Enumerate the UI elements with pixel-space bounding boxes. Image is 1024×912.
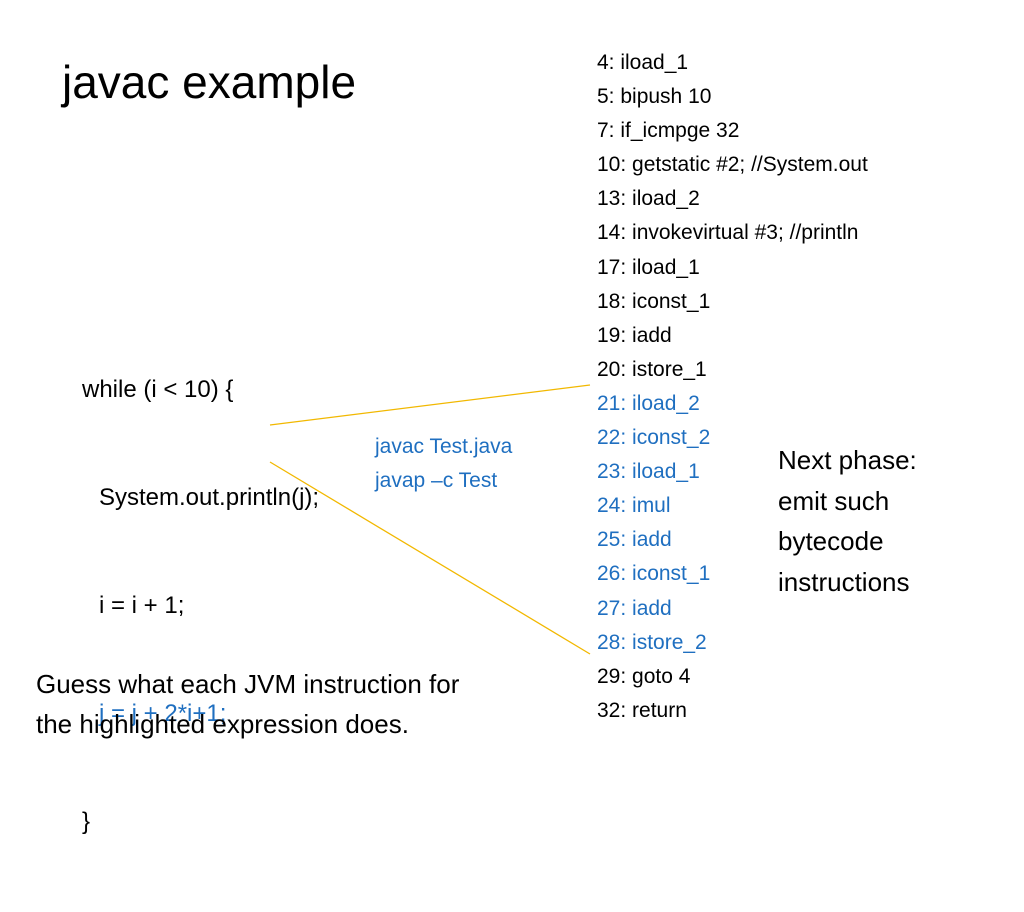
- question-prompt: Guess what each JVM instruction for the …: [36, 664, 459, 744]
- code-line-println: System.out.println(j);: [99, 484, 320, 511]
- source-code-block: while (i < 10) { System.out.println(j); …: [82, 300, 319, 912]
- command-javac: javac Test.java: [375, 435, 513, 458]
- bytecode-line: 4: iload_1: [597, 51, 689, 74]
- code-line-increment-i: i = i + 1;: [99, 592, 185, 619]
- code-line-close-brace: }: [82, 808, 91, 835]
- bytecode-line: 18: iconst_1: [597, 289, 711, 313]
- bytecode-line: 10: getstatic #2; //System.out: [597, 153, 868, 177]
- bytecode-line: 7: if_icmpge 32: [597, 119, 740, 143]
- bytecode-line-highlighted: 27: iadd: [597, 596, 672, 620]
- code-line-highlighted-expression: j = j + 2*i+1;: [99, 700, 227, 727]
- question-line: the highlighted expression does.: [36, 709, 409, 739]
- bytecode-line: 5: bipush 10: [597, 85, 712, 109]
- bytecode-line-highlighted: 24: imul: [597, 494, 671, 518]
- bytecode-line: 14: invokevirtual #3; //println: [597, 221, 859, 245]
- bytecode-line: 17: iload_1: [597, 255, 700, 279]
- bytecode-line: 32: return: [597, 698, 687, 722]
- next-phase-line: instructions: [778, 566, 910, 597]
- slide-title: javac example: [62, 56, 357, 108]
- bytecode-line-highlighted: 21: iload_2: [597, 391, 700, 415]
- bytecode-line: 29: goto 4: [597, 664, 691, 688]
- next-phase-note: Next phase: emit such bytecode instructi…: [778, 440, 917, 602]
- bytecode-line: 13: iload_2: [597, 187, 700, 211]
- bytecode-listing: 4: iload_1 5: bipush 10 7: if_icmpge 32 …: [597, 46, 868, 728]
- bytecode-line-highlighted: 26: iconst_1: [597, 562, 711, 586]
- bytecode-line-highlighted: 22: iconst_2: [597, 426, 711, 450]
- command-javap: javap –c Test: [375, 469, 498, 492]
- next-phase-line: emit such: [778, 485, 890, 516]
- next-phase-line: Next phase:: [778, 445, 917, 475]
- compile-commands: javac Test.java javap –c Test: [375, 430, 512, 498]
- bytecode-line-highlighted: 23: iload_1: [597, 460, 700, 484]
- bytecode-line: 19: iadd: [597, 323, 672, 347]
- question-line: Guess what each JVM instruction for: [36, 669, 460, 699]
- slide: javac example while (i < 10) { System.ou…: [36, 46, 917, 835]
- next-phase-line: bytecode: [778, 526, 884, 556]
- bytecode-line: 20: istore_1: [597, 357, 707, 381]
- code-line-while: while (i < 10) {: [82, 376, 234, 403]
- bytecode-line-highlighted: 25: iadd: [597, 528, 672, 552]
- bytecode-line-highlighted: 28: istore_2: [597, 630, 707, 654]
